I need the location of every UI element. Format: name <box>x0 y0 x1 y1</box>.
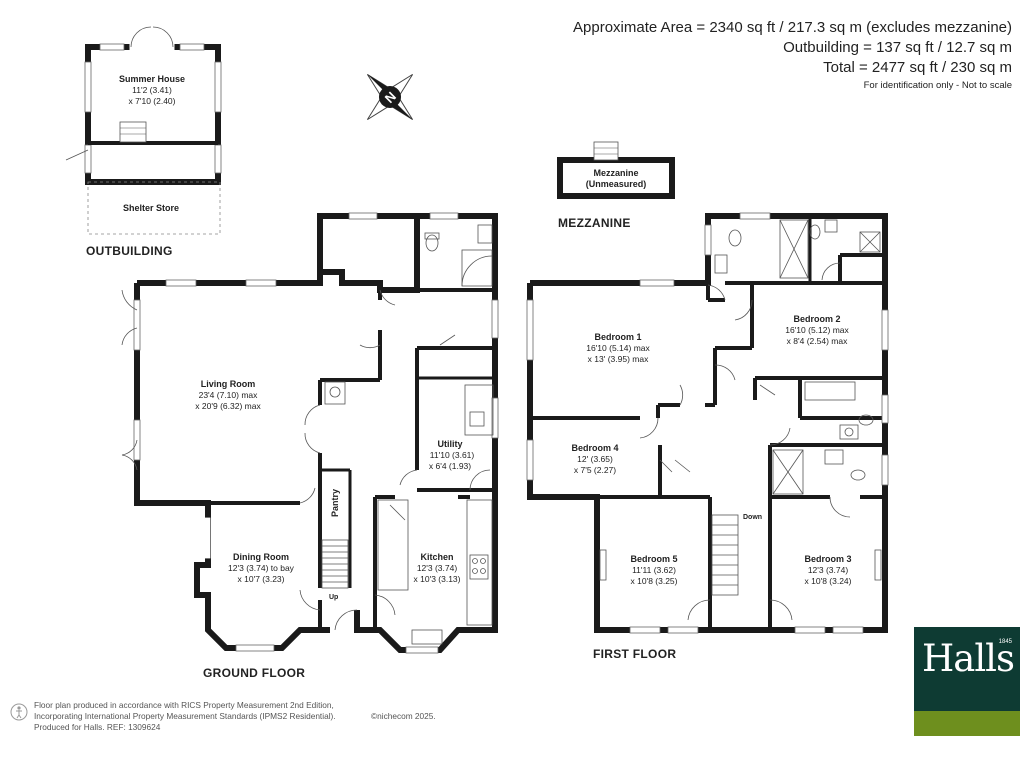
room-dining-room-dim1: 12'3 (3.74) to bay <box>228 563 295 573</box>
room-living-room-dim1: 23'4 (7.10) max <box>199 390 259 400</box>
logo-year: 1845 <box>998 639 1012 645</box>
room-dining-room-dim2: x 10'7 (3.23) <box>238 574 285 584</box>
footer-line3: Produced for Halls. REF: 1309624 <box>34 722 161 732</box>
area-outbuilding-text: Outbuilding = 137 sq ft / 12.7 sq m <box>783 39 1012 56</box>
logo-name: Halls <box>922 637 1015 680</box>
room-bedroom2-dim1: 16'10 (5.12) max <box>785 325 849 335</box>
accessibility-icon <box>10 703 28 721</box>
footer-copyright: ©nichecom 2025. <box>371 711 436 721</box>
ground-floor-windows <box>133 212 499 654</box>
area-summary: Approximate Area = 2340 sq ft / 217.3 sq… <box>573 18 1012 91</box>
ground-floor-fixtures <box>121 224 494 645</box>
room-summer-house-name: Summer House <box>119 74 185 84</box>
room-shelter-store-name: Shelter Store <box>123 203 179 213</box>
room-bedroom4-name: Bedroom 4 <box>571 443 618 453</box>
stairs-up-label: Up <box>329 594 338 601</box>
room-living-room-dim2: x 20'9 (6.32) max <box>195 401 261 411</box>
room-pantry-name: Pantry <box>330 489 340 517</box>
footer-line1: Floor plan produced in accordance with R… <box>34 700 334 710</box>
room-summer-house-dim1: 11'2 (3.41) <box>132 85 172 95</box>
room-utility-dim2: x 6'4 (1.93) <box>429 461 471 471</box>
room-bedroom1-dim1: 16'10 (5.14) max <box>586 343 650 353</box>
footer-text: Floor plan produced in accordance with R… <box>34 700 336 733</box>
room-utility-dim1: 11'10 (3.61) <box>430 450 475 460</box>
room-bedroom5-dim1: 11'11 (3.62) <box>632 565 676 575</box>
area-total-text: Total = 2477 sq ft / 230 sq m <box>823 59 1012 76</box>
room-kitchen-dim2: x 10'3 (3.13) <box>414 574 461 584</box>
room-bedroom1-name: Bedroom 1 <box>594 332 641 342</box>
room-bedroom2-name: Bedroom 2 <box>793 314 840 324</box>
footer-line2: Incorporating International Property Mea… <box>34 711 336 721</box>
room-bedroom4-dim1: 12' (3.65) <box>577 454 613 464</box>
room-dining-room-name: Dining Room <box>233 552 289 562</box>
halls-logo: Halls 1845 <box>914 627 1020 736</box>
first-floor-windows <box>526 212 889 634</box>
mezzanine-plan <box>557 141 675 199</box>
room-bedroom1-dim2: x 13' (3.95) max <box>588 354 649 364</box>
compass-icon <box>366 73 414 121</box>
floor-label-mezzanine: MEZZANINE <box>558 216 631 230</box>
stairs-down-label: Down <box>743 514 762 521</box>
logo-accent-bar <box>914 711 1020 736</box>
room-utility-name: Utility <box>437 439 462 449</box>
floor-label-ground: GROUND FLOOR <box>203 666 305 680</box>
outbuilding-plan <box>65 26 222 235</box>
room-bedroom5-dim2: x 10'8 (3.25) <box>631 576 678 586</box>
floor-label-first: FIRST FLOOR <box>593 647 676 661</box>
room-mezzanine-name: Mezzanine <box>593 168 638 178</box>
scale-note: For identification only - Not to scale <box>863 80 1012 91</box>
room-kitchen-name: Kitchen <box>420 552 453 562</box>
room-summer-house-dim2: x 7'10 (2.40) <box>129 96 176 106</box>
room-living-room-name: Living Room <box>201 379 256 389</box>
first-floor-fixtures <box>599 219 882 621</box>
room-bedroom5-name: Bedroom 5 <box>630 554 677 564</box>
room-kitchen-dim1: 12'3 (3.74) <box>417 563 458 573</box>
room-bedroom3-name: Bedroom 3 <box>804 554 851 564</box>
logo-primary-block: Halls 1845 <box>914 627 1020 711</box>
floor-label-outbuilding: OUTBUILDING <box>86 244 173 258</box>
room-mezzanine-dim1: (Unmeasured) <box>586 179 647 189</box>
room-bedroom3-dim2: x 10'8 (3.24) <box>805 576 852 586</box>
room-bedroom3-dim1: 12'3 (3.74) <box>808 565 849 575</box>
area-main-text: Approximate Area = 2340 sq ft / 217.3 sq… <box>573 19 1012 36</box>
room-bedroom4-dim2: x 7'5 (2.27) <box>574 465 616 475</box>
room-bedroom2-dim2: x 8'4 (2.54) max <box>787 336 848 346</box>
ground-floor-plan <box>134 213 498 653</box>
